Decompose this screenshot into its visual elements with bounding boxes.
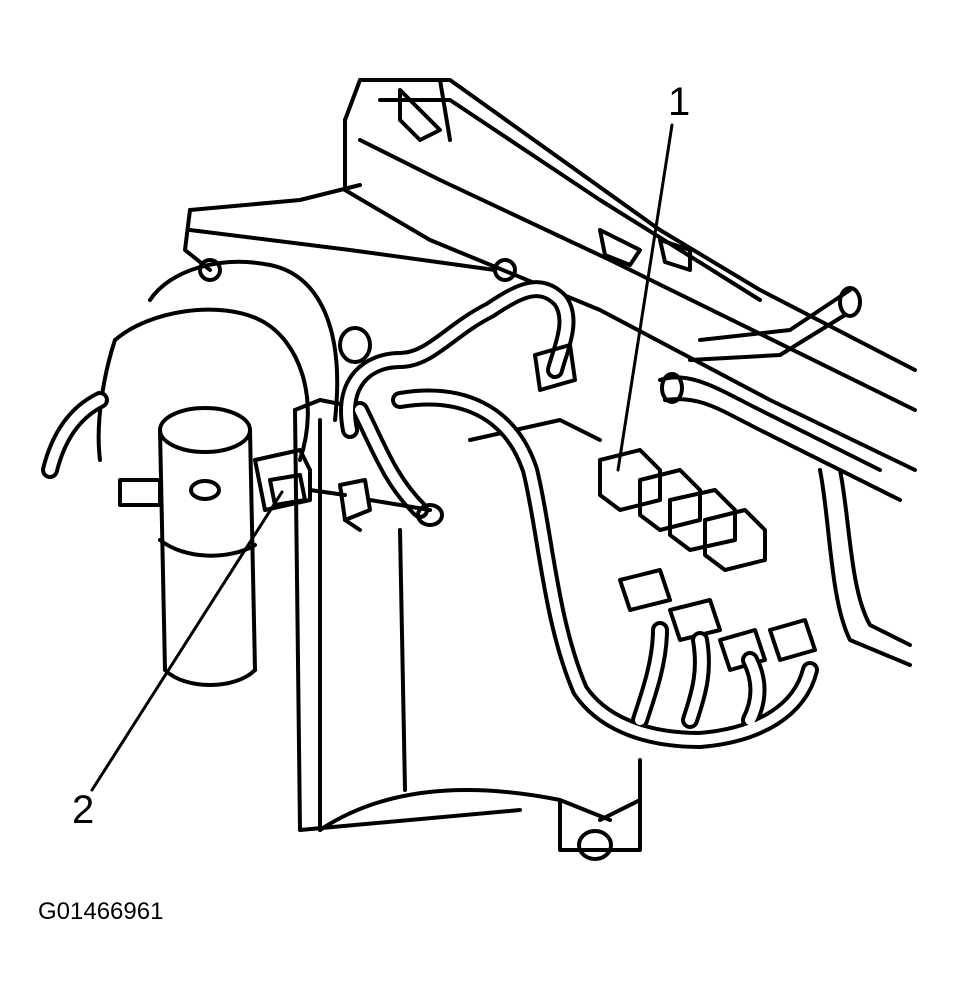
electrical-connector-block: [598, 448, 817, 672]
leader-line-1: [616, 123, 674, 472]
evaporator-case: [293, 398, 642, 861]
callout-2: 2: [72, 788, 95, 832]
leader-line-2: [90, 490, 284, 792]
wiring-harness-core: [45, 284, 815, 745]
callout-1: 1: [668, 80, 691, 124]
wiring-harness: [41, 280, 819, 749]
accumulator: [118, 406, 257, 687]
leader-lines: [90, 123, 674, 792]
upper-duct: [343, 78, 917, 472]
pressure-switch: [253, 448, 444, 532]
figure-id: G01466961: [38, 898, 164, 925]
upper-connector: [533, 343, 577, 392]
blower-housing: [96, 183, 517, 462]
right-pipe: [658, 372, 912, 667]
